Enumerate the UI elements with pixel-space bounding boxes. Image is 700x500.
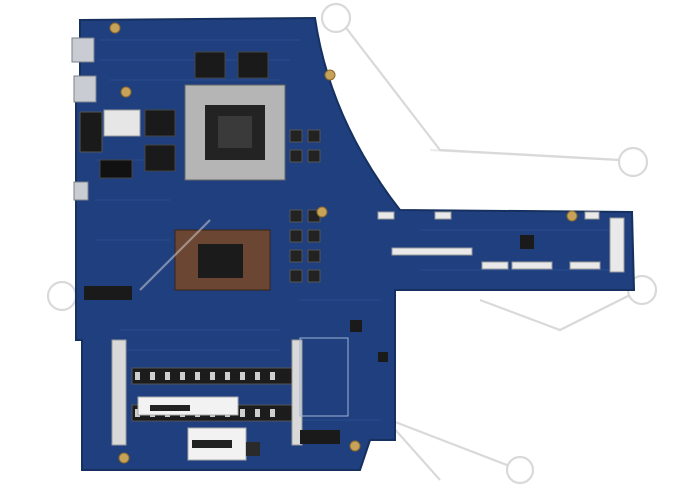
barcode	[150, 405, 190, 411]
cpu	[174, 229, 271, 291]
m2-slot-outline	[299, 337, 349, 417]
components	[84, 235, 534, 444]
gpu	[184, 84, 286, 181]
ribbon-connectors	[377, 211, 625, 273]
fan-connector-icon	[434, 211, 452, 220]
stickers	[137, 396, 260, 461]
usb-port-icon	[73, 75, 97, 103]
hdmi-port-icon	[71, 37, 95, 63]
ethernet-port-icon	[79, 111, 103, 153]
ram-slots	[111, 339, 303, 446]
mounting-holes	[109, 22, 578, 464]
io-ports	[71, 37, 141, 201]
usb-port-icon	[73, 181, 89, 201]
connector	[99, 159, 133, 179]
qr-code	[246, 442, 260, 456]
vram-chips	[144, 51, 269, 172]
watermark-overlay	[139, 148, 621, 291]
foil-sticker	[103, 109, 141, 137]
vrm-inductors	[289, 129, 321, 283]
barcode	[192, 440, 232, 448]
